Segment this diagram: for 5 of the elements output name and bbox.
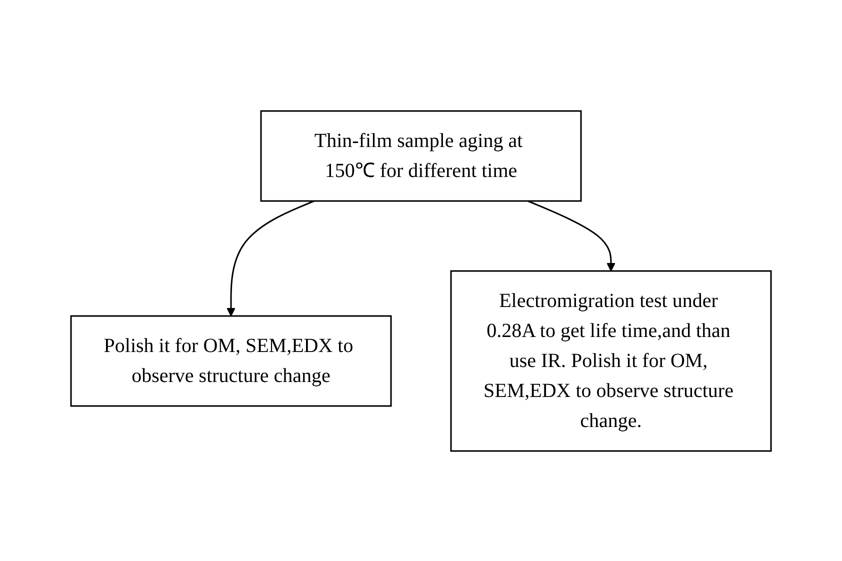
arrow xyxy=(226,200,314,316)
node-box: Polish it for OM, SEM,EDX to observe structure change xyxy=(70,314,392,406)
node-box: Thin-film sample aging at 150℃ for different time xyxy=(260,110,582,202)
node-box: Electromigration test under 0.28A to get life time,and than use IR. Polish it for OM, SEM,EDX to observe structure change. xyxy=(450,270,772,452)
arrow xyxy=(528,200,616,271)
